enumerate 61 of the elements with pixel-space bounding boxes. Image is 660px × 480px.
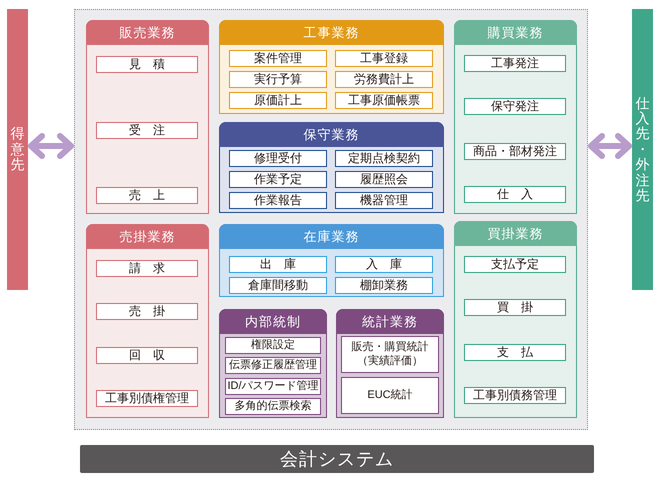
task-box: ID/パスワード管理 (225, 378, 321, 395)
task-box: 工事登録 (335, 50, 433, 67)
task-box: 作業報告 (229, 192, 327, 209)
panel-header: 在庫業務 (219, 224, 444, 249)
panel-header: 工事業務 (219, 20, 444, 45)
task-box: 商品・部材発注 (464, 143, 566, 160)
double-arrow (588, 133, 632, 159)
panel-header: 保守業務 (219, 122, 444, 147)
task-box: 見 積 (96, 56, 198, 73)
group-panel (454, 20, 577, 214)
task-box: 販売・購買統計（実績評価） (341, 336, 439, 373)
task-box: 実行予算 (229, 71, 327, 88)
task-box: 工事別債務管理 (464, 387, 566, 404)
group-panel (219, 122, 444, 213)
task-box: 工事原価帳票 (335, 92, 433, 109)
task-box: 請 求 (96, 260, 198, 277)
group-panel (219, 20, 444, 114)
system-frame (74, 9, 588, 430)
task-box: 工事別債権管理 (96, 390, 198, 407)
task-box: 案件管理 (229, 50, 327, 67)
task-box: 棚卸業務 (335, 277, 433, 294)
task-box: 工事発注 (464, 55, 566, 72)
task-box: 伝票修正履歴管理 (225, 357, 321, 374)
side-bar: 得意先 (7, 9, 28, 290)
task-box: 機器管理 (335, 192, 433, 209)
side-bar: 仕入先・外注先 (632, 9, 653, 290)
task-box: 定期点検契約 (335, 150, 433, 167)
task-box: 修理受付 (229, 150, 327, 167)
task-box: 履歴照会 (335, 171, 433, 188)
task-box: 買 掛 (464, 299, 566, 316)
group-panel (86, 20, 209, 214)
task-box: 労務費計上 (335, 71, 433, 88)
group-panel (219, 224, 444, 297)
task-box: 売 上 (96, 187, 198, 204)
task-box: 支 払 (464, 344, 566, 361)
group-panel (219, 309, 327, 418)
task-box: 原価計上 (229, 92, 327, 109)
task-box: EUC統計 (341, 377, 439, 414)
group-panel (86, 224, 209, 418)
double-arrow (28, 133, 74, 159)
panel-header: 買掛業務 (454, 221, 577, 246)
task-box: 入 庫 (335, 256, 433, 273)
panel-header: 販売業務 (86, 20, 209, 45)
task-box: 多角的伝票検索 (225, 398, 321, 415)
panel-header: 内部統制 (219, 309, 327, 334)
system-bar: 会計システム (80, 445, 594, 473)
task-box: 権限設定 (225, 337, 321, 354)
panel-header: 統計業務 (336, 309, 444, 334)
task-box: 倉庫間移動 (229, 277, 327, 294)
task-box: 出 庫 (229, 256, 327, 273)
panel-header: 購買業務 (454, 20, 577, 45)
task-box: 保守発注 (464, 98, 566, 115)
task-box: 売 掛 (96, 303, 198, 320)
task-box: 作業予定 (229, 171, 327, 188)
task-box: 回 収 (96, 347, 198, 364)
group-panel (336, 309, 444, 418)
panel-header: 売掛業務 (86, 224, 209, 249)
task-box: 仕 入 (464, 186, 566, 203)
task-box: 支払予定 (464, 256, 566, 273)
group-panel (454, 221, 577, 418)
task-box: 受 注 (96, 122, 198, 139)
